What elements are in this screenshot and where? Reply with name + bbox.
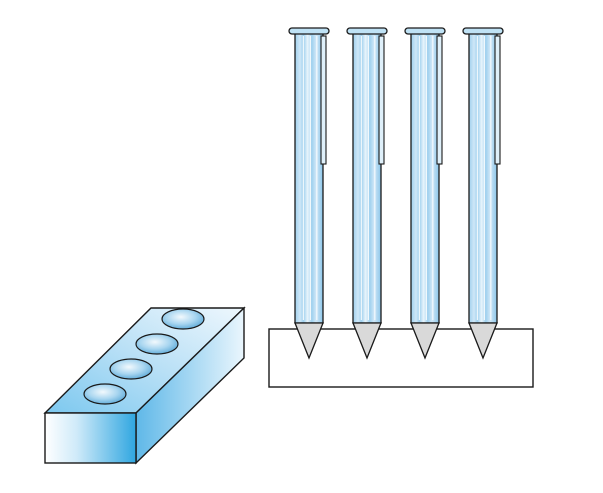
nail-clip: [494, 35, 501, 165]
nail-tip: [468, 322, 498, 360]
block-front-face: [44, 412, 137, 464]
perforated-block: [43, 306, 246, 465]
block-hole: [161, 308, 205, 330]
nail: [462, 27, 504, 360]
nail-shaft: [294, 32, 324, 324]
nail-tip: [410, 322, 440, 360]
nail-shaft: [352, 32, 382, 324]
nail-shaft: [410, 32, 440, 324]
nail-clip: [436, 35, 443, 165]
block-hole: [135, 333, 179, 355]
block-hole: [109, 358, 153, 380]
nail-shaft: [468, 32, 498, 324]
nail-head: [288, 27, 330, 35]
nail-head: [346, 27, 388, 35]
nail-group: [288, 27, 504, 360]
nail-tip: [294, 322, 324, 360]
block-hole: [83, 383, 127, 405]
nail-head: [404, 27, 446, 35]
nail: [346, 27, 388, 360]
nail: [404, 27, 446, 360]
nail: [288, 27, 330, 360]
hole-group: [83, 308, 205, 405]
nail-head: [462, 27, 504, 35]
nail-tip: [352, 322, 382, 360]
nail-clip: [378, 35, 385, 165]
nail-clip: [320, 35, 327, 165]
